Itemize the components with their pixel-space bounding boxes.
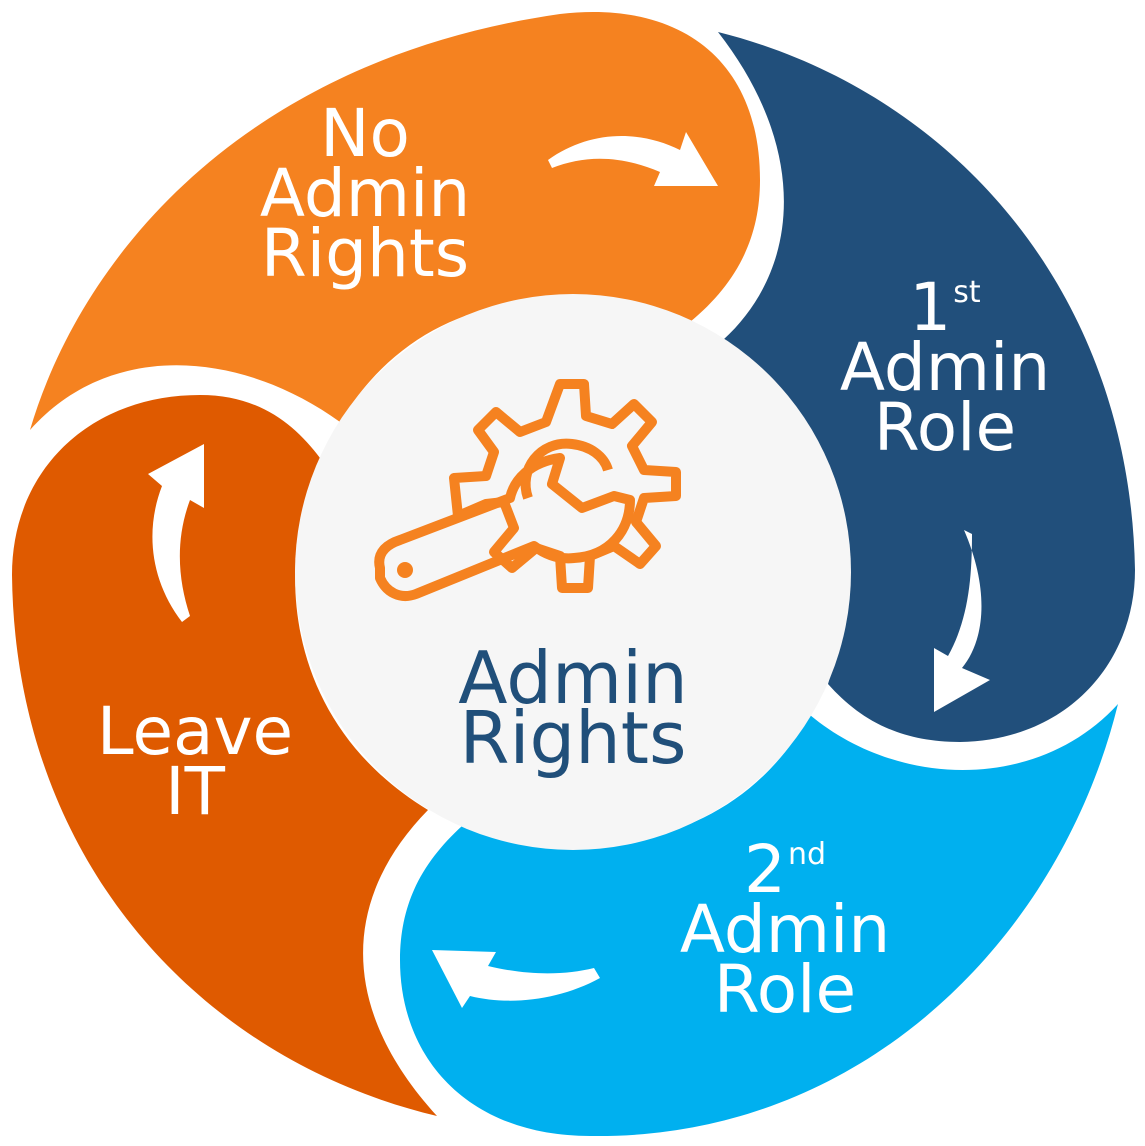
label-no-admin-rights: No Admin Rights [230,95,500,292]
center-title-line: Rights [459,696,687,780]
label-line: Admin [259,155,471,232]
label-line: Admin [839,329,1051,406]
segment-no-admin-rights [30,12,760,431]
segment-leave-it [12,395,437,1116]
label-line: No [320,95,410,172]
wrench-icon [374,453,635,601]
ordinal-number: 1 [909,269,952,346]
ordinal-suffix: st [953,275,981,310]
label-line: Rights [260,215,470,292]
label-leave-it: Leave IT [70,693,320,830]
arrow-icon [934,530,990,712]
label-second-admin-role: 2nd Admin Role [640,837,930,1028]
label-line: Role [713,951,857,1028]
segment-second-admin-role [400,704,1118,1137]
center-circle [295,294,851,850]
center-title: Admin Rights [398,636,748,780]
label-line: Role [873,389,1017,466]
label-line: IT [165,753,225,830]
label-line: 1st [800,275,1090,341]
label-first-admin-role: 1st Admin Role [800,275,1090,466]
label-line: Leave [96,693,294,770]
ordinal-suffix: nd [787,837,827,872]
label-line: Admin [679,891,891,968]
segment-first-admin-role [718,32,1135,742]
center-title-line: Admin [458,636,688,720]
arrow-icon [548,132,718,186]
label-line: 2nd [640,837,930,903]
arrow-icon [432,950,600,1008]
arrow-icon [148,444,204,622]
ordinal-number: 2 [743,831,786,908]
